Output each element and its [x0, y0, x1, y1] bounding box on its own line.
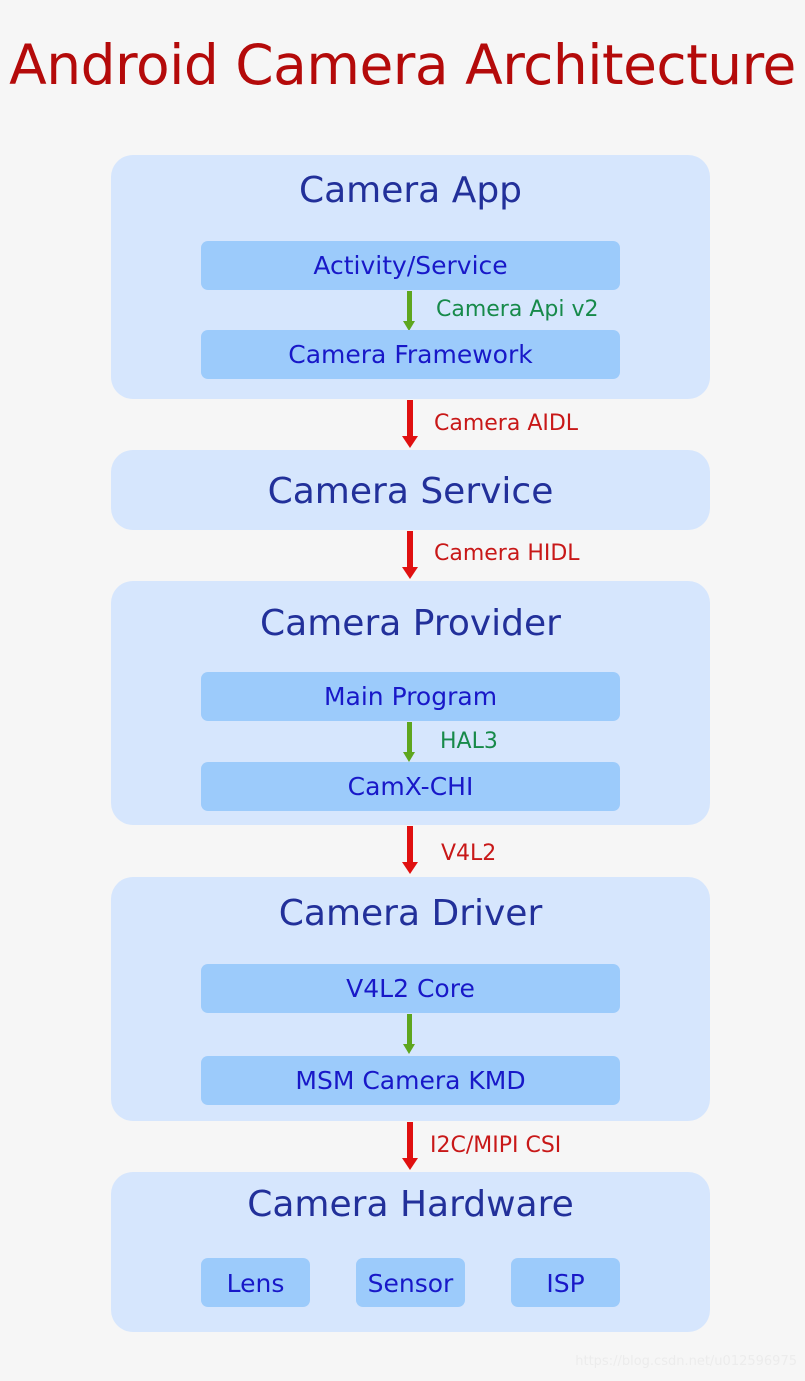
arrow-down-icon: [402, 1122, 418, 1170]
link-label-v4l2: V4L2: [441, 841, 497, 866]
arrow-down-icon: [401, 291, 417, 331]
component-main-program: Main Program: [201, 672, 620, 721]
layer-camera-hardware: Camera Hardware Lens Sensor ISP: [111, 1172, 710, 1332]
component-isp: ISP: [511, 1258, 620, 1307]
link-label-camera-aidl: Camera AIDL: [434, 411, 579, 436]
watermark: https://blog.csdn.net/u012596975: [575, 1354, 797, 1369]
component-camx-chi: CamX-CHI: [201, 762, 620, 811]
component-sensor: Sensor: [356, 1258, 465, 1307]
arrow-down-icon: [402, 400, 418, 448]
layer-camera-app: Camera App Activity/Service Camera Api v…: [111, 155, 710, 399]
diagram-title: Android Camera Architecture: [9, 33, 796, 97]
layer-title: Camera Driver: [278, 893, 543, 934]
component-activity-service: Activity/Service: [201, 241, 620, 290]
arrow-down-icon: [401, 722, 417, 762]
component-msm-camera-kmd: MSM Camera KMD: [201, 1056, 620, 1105]
link-label-hal3: HAL3: [440, 729, 498, 754]
layer-title: Camera Service: [267, 471, 554, 512]
layer-title: Camera Provider: [260, 603, 561, 644]
arrow-down-icon: [402, 531, 418, 579]
arrow-down-icon: [402, 826, 418, 874]
arrow-down-icon: [401, 1014, 417, 1054]
layer-title: Camera App: [298, 170, 523, 211]
link-label-camera-hidl: Camera HIDL: [434, 541, 580, 566]
link-label-camera-api-v2: Camera Api v2: [436, 297, 599, 322]
component-v4l2-core: V4L2 Core: [201, 964, 620, 1013]
link-label-i2c-mipi-csi: I2C/MIPI CSI: [430, 1133, 562, 1158]
layer-camera-driver: Camera Driver V4L2 Core MSM Camera KMD: [111, 877, 710, 1121]
component-camera-framework: Camera Framework: [201, 330, 620, 379]
layer-title: Camera Hardware: [247, 1184, 574, 1225]
layer-camera-service: Camera Service: [111, 450, 710, 530]
layer-camera-provider: Camera Provider Main Program HAL3 CamX-C…: [111, 581, 710, 825]
component-lens: Lens: [201, 1258, 310, 1307]
